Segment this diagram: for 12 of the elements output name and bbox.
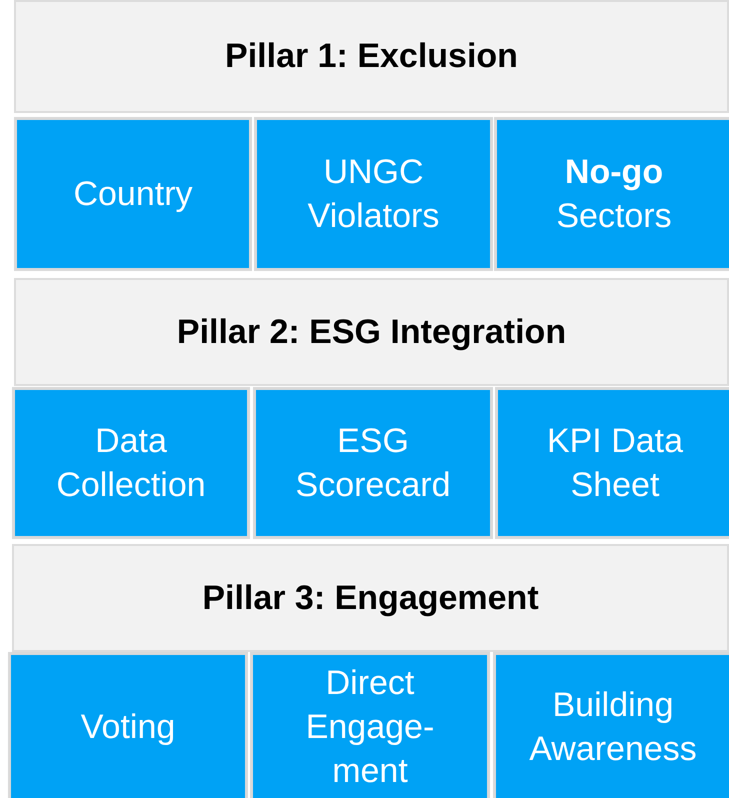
category-box: KPI Data Sheet [495, 387, 729, 539]
category-box: UNGC Violators [254, 117, 493, 271]
pillar-header: Pillar 2: ESG Integration [14, 278, 729, 386]
category-box: Voting [8, 652, 248, 798]
category-box: Building Awareness [493, 652, 729, 798]
pillar-header: Pillar 1: Exclusion [14, 0, 729, 113]
category-box: ESG Scorecard [253, 387, 493, 539]
category-box: No-go Sectors [494, 117, 729, 271]
category-box: Direct Engage-ment [250, 652, 490, 798]
pillar-header: Pillar 3: Engagement [12, 544, 729, 652]
category-box: Data Collection [12, 387, 250, 539]
category-box: Country [14, 117, 252, 271]
